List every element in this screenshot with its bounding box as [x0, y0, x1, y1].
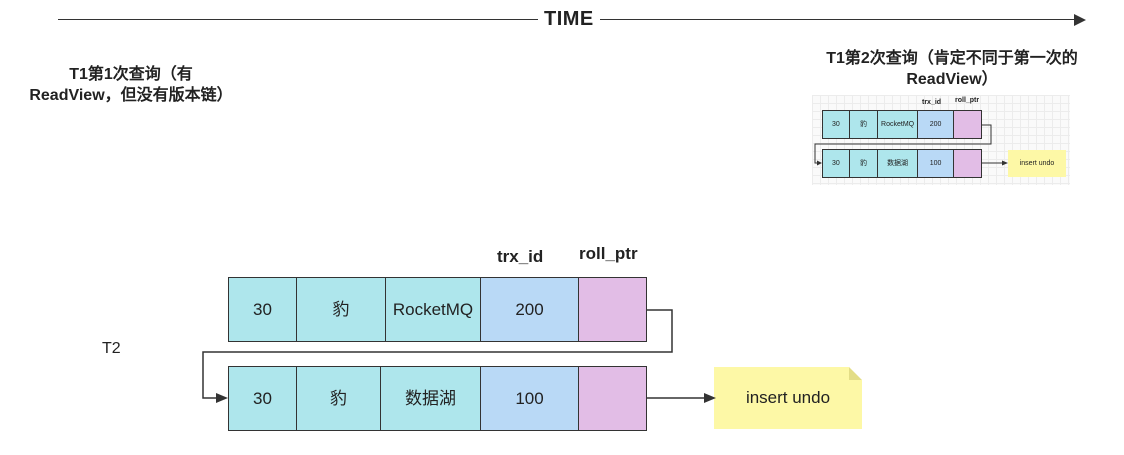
insert-undo-note: insert undo [714, 367, 862, 429]
row-cell: 数据湖 [381, 367, 481, 430]
row-cell: 豹 [297, 367, 381, 430]
arrowhead-icon [704, 393, 716, 403]
version-row-2: 30 豹 数据湖 100 [228, 366, 647, 431]
version-row-1: 30 豹 RocketMQ 200 [228, 277, 647, 342]
second-query-note: T1第2次查询（肯定不同于第一次的ReadView） [826, 50, 1078, 88]
roll-ptr-header: roll_ptr [579, 244, 638, 263]
trx-id-cell: 100 [481, 367, 579, 430]
first-query-note: T1第1次查询（有ReadView，但没有版本链） [29, 66, 233, 104]
trx-id-header: trx_id [497, 247, 544, 266]
roll-ptr-cell [579, 278, 646, 341]
row-cell: 30 [229, 367, 297, 430]
mini-trx-id-header: trx_id [922, 99, 942, 106]
arrowhead-icon [216, 393, 228, 403]
row-cell: 豹 [297, 278, 386, 341]
mini-cell: RocketMQ [878, 111, 918, 138]
mini-roll-ptr-link [814, 124, 992, 164]
roll-ptr-link [202, 309, 673, 399]
insert-undo-label: insert undo [745, 388, 831, 407]
row-cell: 30 [229, 278, 297, 341]
mini-cell: 30 [823, 111, 850, 138]
t2-label: T2 [102, 340, 121, 357]
mini-cell: 数据湖 [878, 150, 918, 177]
mini-version-row-2: 30 豹 数据湖 100 [822, 149, 982, 178]
row-cell: RocketMQ [386, 278, 481, 341]
mini-cell: 100 [917, 150, 955, 177]
trx-id-cell: 200 [481, 278, 579, 341]
roll-ptr-cell [579, 367, 646, 430]
mini-cell: 30 [823, 150, 850, 177]
note-fold-corner [849, 367, 862, 380]
mini-cell: 豹 [849, 111, 879, 138]
mini-roll-ptr-cell [954, 150, 981, 177]
mini-version-row-1: 30 豹 RocketMQ 200 [822, 110, 982, 139]
mini-insert-undo-note: insert undo [1008, 150, 1066, 177]
mini-arrowhead-icon [817, 160, 822, 166]
mini-cell: 豹 [849, 150, 879, 177]
mini-arrowhead-icon [1002, 160, 1008, 166]
mini-cell: 200 [917, 111, 955, 138]
timeline-arrowhead-icon [1074, 14, 1086, 26]
mini-roll-ptr-header: roll_ptr [955, 97, 980, 104]
mini-roll-ptr-cell [954, 111, 981, 138]
timeline-label: TIME [538, 8, 600, 31]
